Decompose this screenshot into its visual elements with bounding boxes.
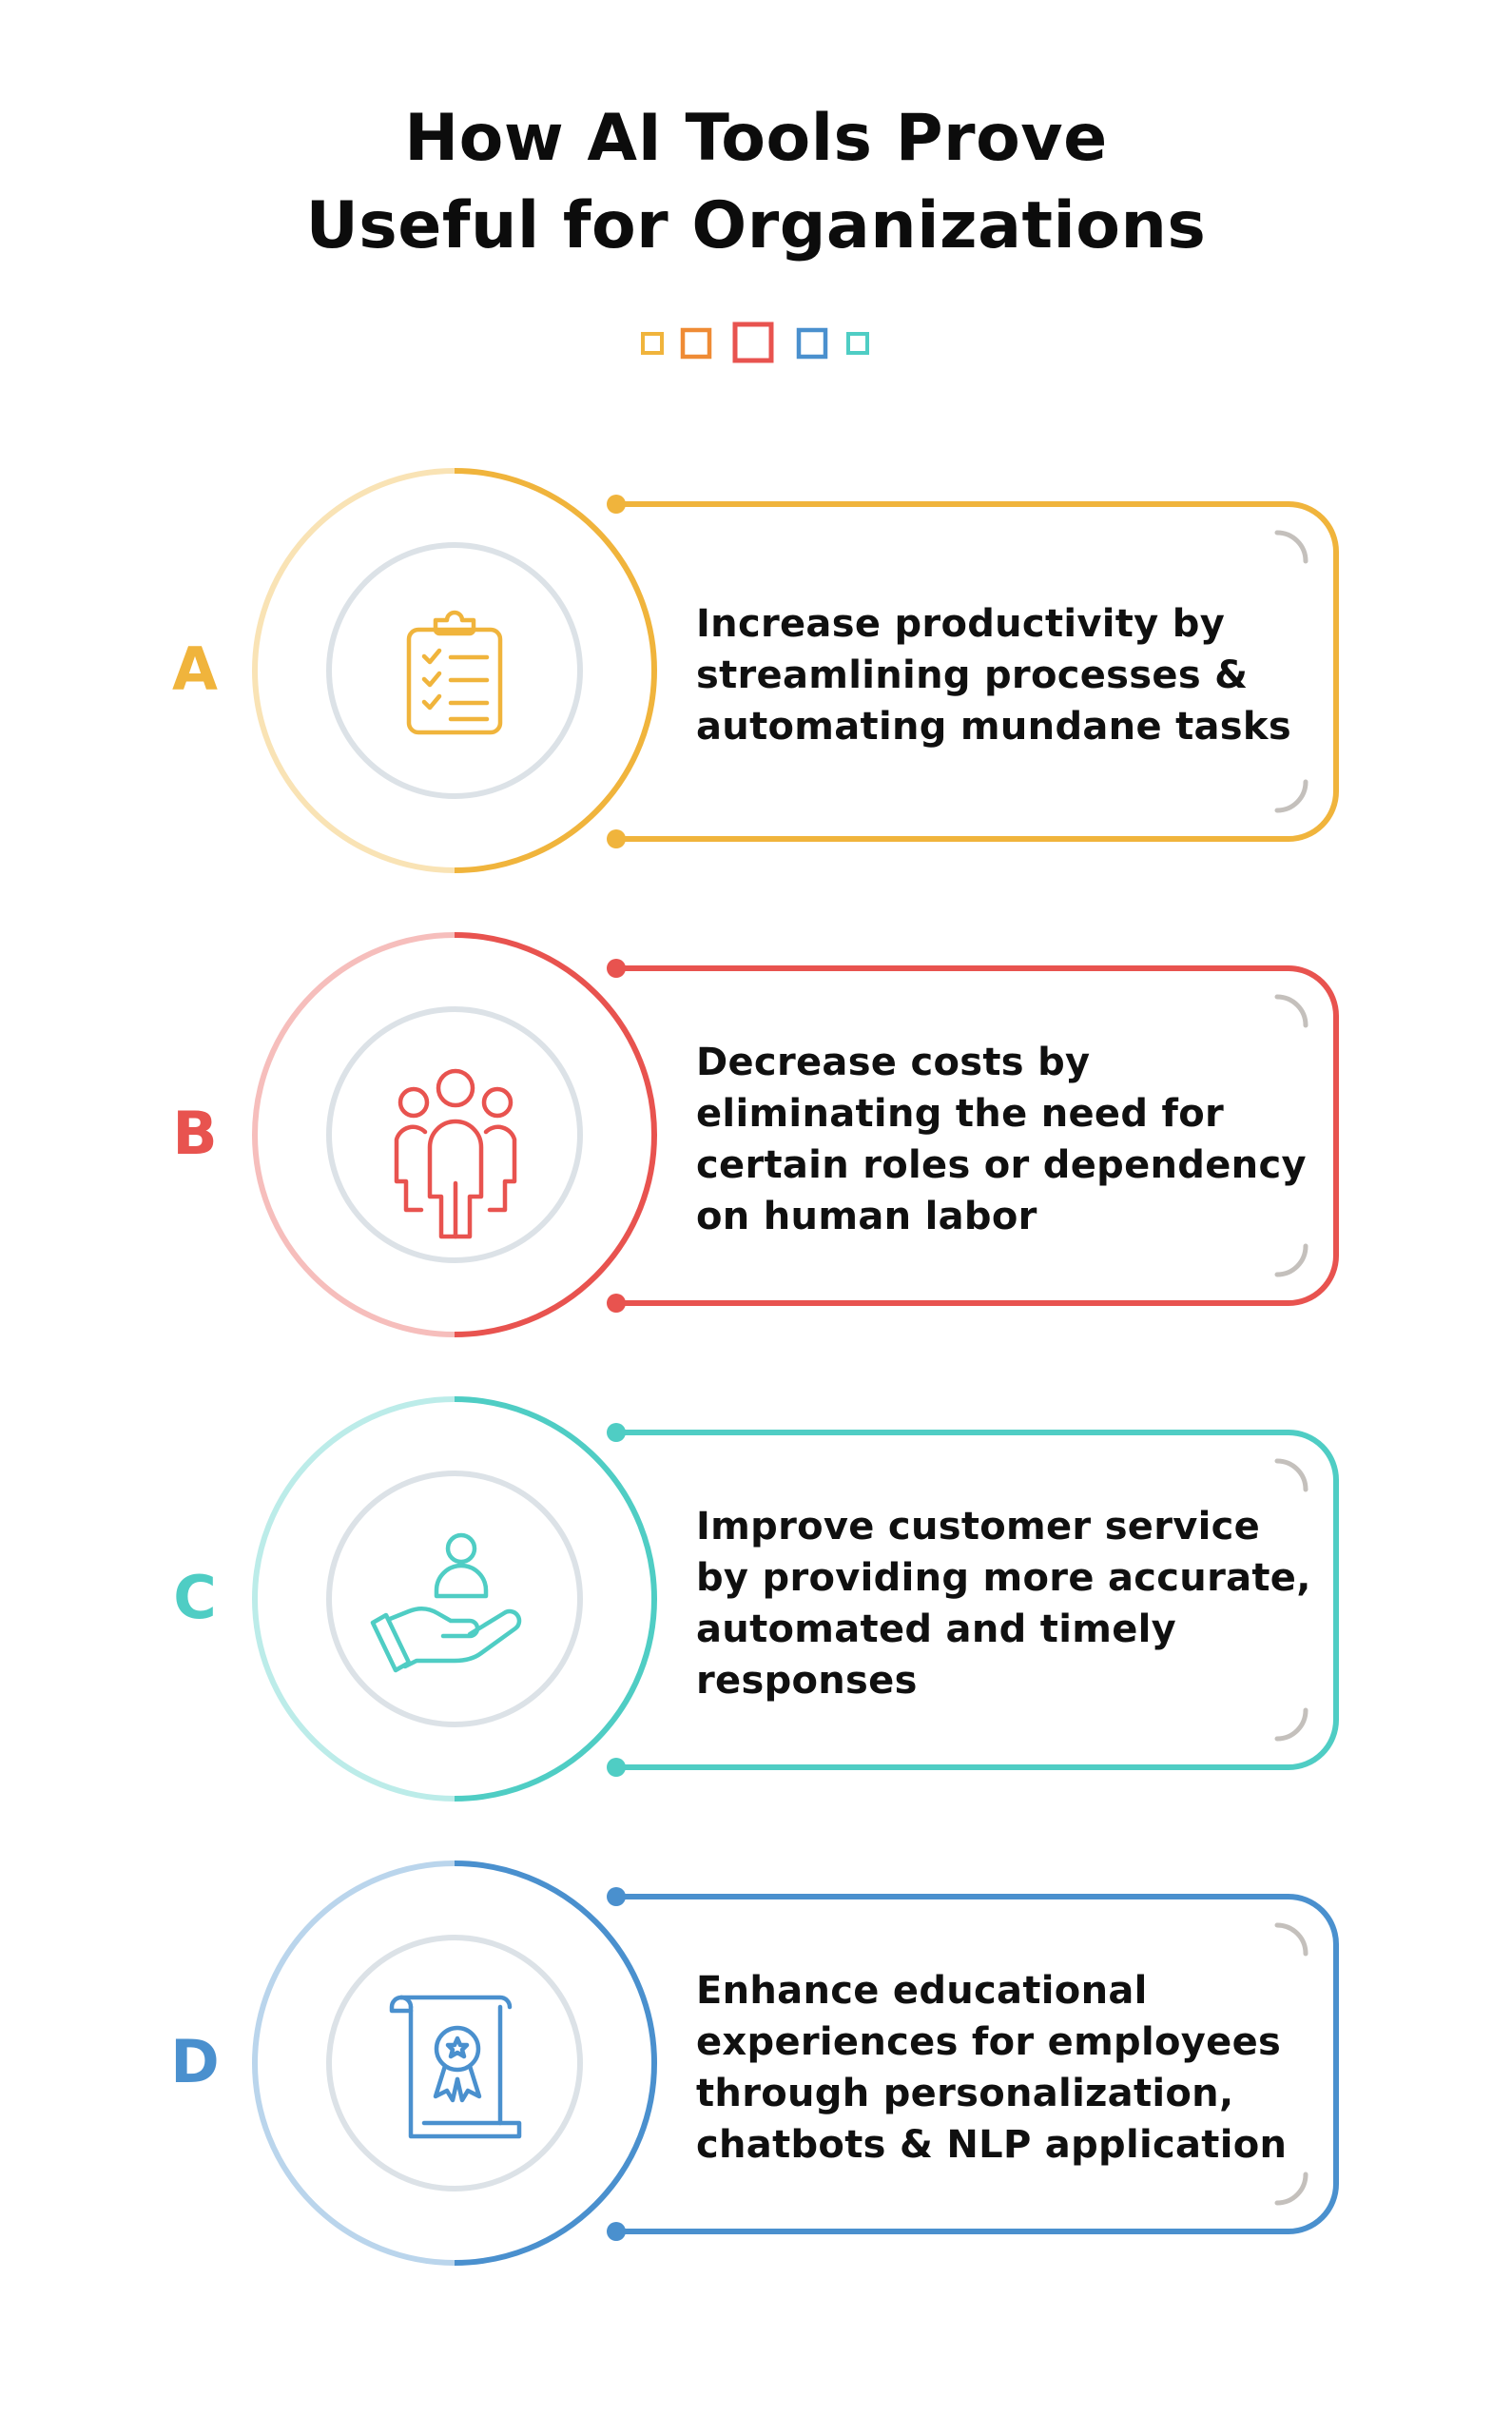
corner-mark-bottom [1274, 1707, 1308, 1742]
item-c-description: Improve customer service by providing mo… [696, 1501, 1343, 1706]
inner-ring [326, 1471, 583, 1727]
item-b-description: Decrease costs by eliminating the need f… [696, 1037, 1343, 1242]
decor-square-4 [796, 327, 828, 360]
item-a: A Increase productivity by streamlining … [0, 466, 1512, 885]
title-line-2: Useful for Organizations [305, 188, 1207, 263]
item-b-line-2: eliminating the need for [696, 1092, 1225, 1136]
outer-ring-left-arc [252, 1396, 456, 1802]
connector-frame [613, 501, 1339, 842]
team-people-icon [394, 1068, 517, 1239]
item-b-line-4: on human labor [696, 1195, 1037, 1238]
item-d-line-4: chatbots & NLP application [696, 2123, 1288, 2167]
connector-frame [613, 1894, 1339, 2234]
item-a-line-3: automating mundane tasks [696, 705, 1291, 749]
item-b-graphic [252, 932, 1339, 1337]
connector-frame [613, 965, 1339, 1306]
item-c-line-1: Improve customer service [696, 1505, 1261, 1549]
customer-care-hand-icon [370, 1532, 522, 1673]
outer-ring-right-arc [454, 1396, 657, 1802]
item-d-line-2: experiences for employees [696, 2020, 1282, 2064]
item-b-letter: B [172, 1099, 218, 1168]
corner-mark-top [1274, 1458, 1308, 1492]
decor-square-3 [732, 321, 774, 363]
item-c-line-2: by providing more accurate, [696, 1556, 1311, 1600]
outer-ring-left-arc [252, 1860, 456, 2266]
item-c-letter: C [173, 1563, 217, 1632]
outer-ring-left-arc [252, 932, 456, 1337]
connector-dot-top [607, 959, 626, 978]
connector-dot-bottom [607, 2222, 626, 2241]
item-c-graphic [252, 1396, 1339, 1802]
item-b: B Decrease costs by eliminating the need… [0, 930, 1512, 1349]
decor-square-2 [680, 327, 712, 360]
item-b-line-1: Decrease costs by [696, 1041, 1091, 1084]
item-d-line-1: Enhance educational [696, 1969, 1148, 2013]
item-d-letter: D [170, 2027, 220, 2096]
inner-ring [326, 1006, 583, 1263]
corner-mark-top [1274, 994, 1308, 1028]
corner-mark-top [1274, 1922, 1308, 1957]
connector-dot-bottom [607, 829, 626, 848]
item-c-line-4: responses [696, 1659, 918, 1703]
item-a-line-1: Increase productivity by [696, 602, 1226, 646]
connector-dot-top [607, 495, 626, 514]
corner-mark-top [1274, 530, 1308, 564]
clipboard-checklist-icon [406, 610, 503, 735]
decor-square-1 [641, 332, 664, 355]
item-d: D Enhance educational experiences for em… [0, 1859, 1512, 2277]
item-d-graphic [252, 1860, 1339, 2266]
page-title: How AI Tools Prove Useful for Organizati… [0, 95, 1512, 270]
outer-ring-right-arc [454, 1860, 657, 2266]
connector-dot-bottom [607, 1294, 626, 1313]
decorative-squares [641, 321, 869, 363]
connector-dot-bottom [607, 1758, 626, 1777]
connector-dot-top [607, 1887, 626, 1906]
decor-square-5 [846, 332, 869, 355]
connector-dot-top [607, 1423, 626, 1442]
item-c-line-3: automated and timely [696, 1607, 1177, 1651]
outer-ring-right-arc [454, 932, 657, 1337]
item-a-letter: A [172, 634, 218, 704]
item-d-line-3: through personalization, [696, 2072, 1234, 2115]
outer-ring-right-arc [454, 468, 657, 873]
item-a-line-2: streamlining processes & [696, 653, 1249, 697]
connector-frame [613, 1430, 1339, 1770]
item-d-description: Enhance educational experiences for empl… [696, 1965, 1343, 2171]
corner-mark-bottom [1274, 1243, 1308, 1277]
item-a-graphic [252, 468, 1339, 873]
item-a-description: Increase productivity by streamlining pr… [696, 598, 1343, 752]
inner-ring [326, 542, 583, 799]
title-line-1: How AI Tools Prove [404, 101, 1108, 176]
corner-mark-bottom [1274, 779, 1308, 813]
corner-mark-bottom [1274, 2172, 1308, 2206]
item-b-line-3: certain roles or dependency [696, 1143, 1307, 1187]
certificate-scroll-icon [389, 1995, 522, 2139]
inner-ring [326, 1935, 583, 2192]
outer-ring-left-arc [252, 468, 456, 873]
item-c: C Improve customer service by providing … [0, 1394, 1512, 1813]
